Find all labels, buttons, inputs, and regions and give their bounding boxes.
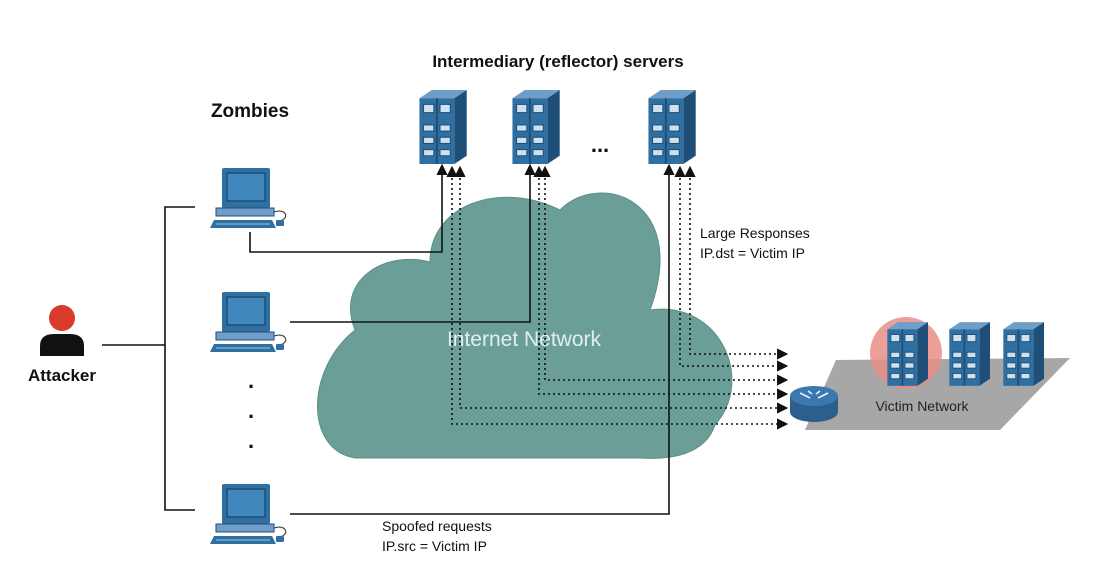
victim-server-icon (886, 322, 928, 386)
large-response-line (684, 165, 789, 360)
victim-network (790, 317, 1070, 430)
reflector-server-icon (511, 90, 561, 164)
zombie-computer-icon (210, 292, 287, 353)
reflector-server-icon (647, 90, 697, 164)
router-icon (790, 386, 838, 422)
zombies-title: Zombies (211, 101, 289, 122)
large-response-line (446, 165, 789, 430)
attacker (40, 305, 84, 356)
responses-label-line2: IP.dst = Victim IP (700, 245, 805, 261)
victim-network-server-icon (1002, 322, 1044, 386)
cloud-label: Internet Network (447, 328, 602, 351)
attacker-head-icon (49, 305, 75, 331)
zombie-computer-icon (210, 168, 287, 229)
zombie-ellipsis-dot: . (248, 368, 254, 393)
reflectors-title: Intermediary (reflector) servers (432, 52, 683, 71)
large-response-line (454, 165, 789, 414)
requests-label-line2: IP.src = Victim IP (382, 538, 487, 554)
server-ellipsis: ... (591, 132, 609, 157)
victim-network-server-icon (948, 322, 990, 386)
zombie-bracket (164, 206, 195, 511)
victim-network-label: Victim Network (875, 398, 969, 414)
spoofed-request-line (249, 163, 448, 253)
zombie-ellipsis-dot: . (248, 428, 254, 453)
attacker-label: Attacker (28, 366, 96, 385)
large-response-line (674, 165, 789, 372)
reflector-server-icon (418, 90, 468, 164)
zombie-computer-icon (210, 484, 287, 545)
zombie-ellipsis-dot: . (248, 398, 254, 423)
responses-label-line1: Large Responses (700, 225, 810, 241)
requests-label-line1: Spoofed requests (382, 518, 492, 534)
large-response-line (533, 165, 789, 400)
attacker-body-icon (40, 334, 84, 356)
large-response-line (539, 165, 789, 386)
